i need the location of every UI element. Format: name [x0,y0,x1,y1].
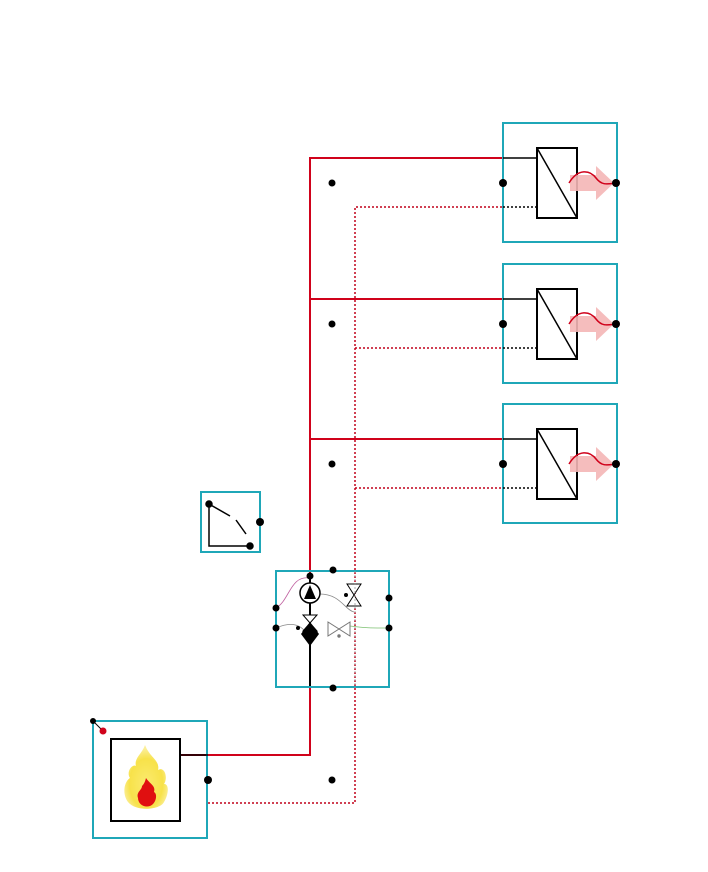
radiator-port-right[interactable] [612,320,620,328]
heat-output-arrow-icon [568,307,617,341]
radiator-unit-3[interactable] [499,403,620,524]
heat-output-arrow-icon [568,166,617,200]
pump-group-port[interactable] [272,604,280,612]
junction-node[interactable] [328,776,336,784]
boiler-corner-node[interactable] [90,718,96,724]
boiler-port[interactable] [204,776,212,784]
heating-curve-icon [205,500,254,550]
heat-output-arrow-icon [568,447,617,481]
radiator-port-right[interactable] [612,179,620,187]
pump-group-unit[interactable] [272,566,393,692]
valve-signal-line [319,593,355,613]
pump-signal-line [275,577,311,609]
junction-node[interactable] [328,179,336,187]
radiator-unit-1[interactable] [499,122,620,243]
radiator-port-left[interactable] [499,179,507,187]
boiler-sensor-dot[interactable] [99,727,107,735]
sensor-signal-line [275,624,305,631]
pump-group-port[interactable] [385,624,393,632]
pump-icon [299,582,321,604]
return-main [208,206,503,804]
return-pipes [208,206,503,804]
boiler-unit[interactable] [90,718,212,839]
junction-node[interactable] [328,460,336,468]
supply-pipes [180,157,503,756]
pump-group-port[interactable] [385,594,393,602]
pump-group-port[interactable] [329,684,337,692]
pump-group-port[interactable] [329,566,337,574]
junction-node[interactable] [328,320,336,328]
radiator-port-left[interactable] [499,460,507,468]
controller-unit[interactable] [200,491,264,553]
bypass-valve-icon [344,583,362,607]
radiator-unit-2[interactable] [499,263,620,384]
controller-port[interactable] [256,518,264,526]
supply-main-riser [180,157,503,756]
mixer-signal-line [349,625,390,629]
pump-group-port[interactable] [272,624,280,632]
pump-group-port[interactable] [306,572,314,580]
balancing-valve-icon [327,621,351,638]
mixing-valve-icon [296,622,319,646]
radiator-port-right[interactable] [612,460,620,468]
flame-icon [124,745,168,809]
radiator-port-left[interactable] [499,320,507,328]
